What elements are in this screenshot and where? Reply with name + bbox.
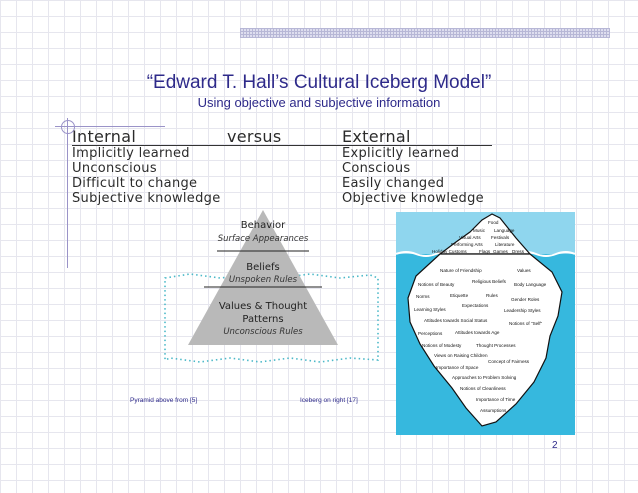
iceberg-label: Festivals bbox=[491, 235, 510, 240]
row-external: Easily changed bbox=[342, 176, 445, 191]
iceberg-label: Holiday Customs bbox=[432, 249, 467, 254]
accent-line-horizontal bbox=[55, 126, 165, 127]
iceberg-label: Games bbox=[493, 249, 508, 254]
iceberg-label: Expectations bbox=[462, 303, 489, 308]
pyramid-level-subtitle: Unspoken Rules bbox=[229, 275, 298, 285]
row-internal: Unconscious bbox=[72, 161, 157, 176]
iceberg-label: Visual Arts bbox=[459, 235, 481, 240]
internal-external-comparison: Internal versus External Implicitly lear… bbox=[72, 126, 492, 206]
iceberg-label: Music bbox=[473, 228, 485, 233]
pyramid-level-title: Beliefs bbox=[246, 262, 279, 273]
iceberg-label: Performing Arts bbox=[451, 242, 483, 247]
iceberg-label: Importance of Time bbox=[476, 397, 516, 402]
pyramid-level-title: Behavior bbox=[241, 220, 286, 231]
iceberg-label: Nature of Friendship bbox=[440, 268, 482, 273]
header-external: External bbox=[342, 127, 411, 146]
iceberg-label: Leadership Styles bbox=[504, 308, 541, 313]
iceberg-label: Gender Roles bbox=[511, 297, 540, 302]
header-internal: Internal bbox=[72, 127, 137, 146]
iceberg-label: Rules bbox=[486, 293, 498, 298]
iceberg-label: Notions of Beauty bbox=[418, 282, 455, 287]
pyramid-level-title-line1: Values & Thought bbox=[219, 301, 307, 312]
pyramid-level-title-line2: Patterns bbox=[242, 314, 283, 325]
iceberg-label: Norms bbox=[416, 294, 430, 299]
comparison-header: Internal versus External bbox=[72, 126, 492, 146]
comparison-row: Unconscious Conscious bbox=[72, 161, 492, 176]
iceberg-label: Language bbox=[494, 228, 515, 233]
pyramid-caption: Pyramid above from [5] bbox=[130, 397, 198, 404]
iceberg-label: Attitudes towards Age bbox=[455, 330, 500, 335]
iceberg-label: Food bbox=[488, 220, 499, 225]
iceberg-label: Literature bbox=[495, 242, 515, 247]
iceberg-label: Assumptions bbox=[480, 408, 507, 413]
accent-circle bbox=[61, 120, 75, 134]
iceberg-label: Thought Processes bbox=[476, 343, 516, 348]
row-internal: Implicitly learned bbox=[72, 146, 190, 161]
accent-line-vertical bbox=[67, 118, 68, 268]
iceberg-label: Importance of Space bbox=[436, 365, 479, 370]
pyramid-shape bbox=[188, 210, 338, 345]
decorative-header-bar bbox=[240, 28, 610, 38]
header-versus: versus bbox=[227, 127, 282, 146]
row-internal: Difficult to change bbox=[72, 176, 198, 191]
iceberg-label: Etiquette bbox=[450, 293, 469, 298]
row-external: Objective knowledge bbox=[342, 191, 484, 206]
iceberg-label: Notions of Modesty bbox=[422, 343, 462, 348]
iceberg-label: Notions of Cleanliness bbox=[460, 386, 506, 391]
iceberg-label: Dress bbox=[512, 249, 524, 254]
comparison-row: Subjective knowledge Objective knowledge bbox=[72, 191, 492, 206]
page-number: 2 bbox=[552, 440, 558, 451]
iceberg-label: Learning Styles bbox=[414, 307, 446, 312]
iceberg-label: Body Language bbox=[514, 282, 547, 287]
culture-pyramid-diagram: Behavior Surface Appearances Beliefs Uns… bbox=[164, 210, 379, 363]
iceberg-label: Concept of Fairness bbox=[488, 359, 530, 364]
iceberg-label: Perceptions bbox=[418, 331, 443, 336]
iceberg-label: Approaches to Problem Solving bbox=[452, 375, 517, 380]
iceberg-label: Religious Beliefs bbox=[472, 279, 506, 284]
row-external: Conscious bbox=[342, 161, 411, 176]
iceberg-underwater bbox=[407, 253, 563, 427]
iceberg-label: Flags bbox=[479, 249, 491, 254]
pyramid-level-subtitle: Unconscious Rules bbox=[223, 327, 303, 337]
slide-subtitle: Using objective and subjective informati… bbox=[197, 95, 441, 110]
pyramid-level-subtitle: Surface Appearances bbox=[218, 234, 309, 244]
slide-title: “Edward T. Hall’s Cultural Iceberg Model… bbox=[146, 72, 492, 93]
iceberg-label: Views on Raising Children bbox=[434, 353, 488, 358]
iceberg-caption: Iceberg on right [17] bbox=[300, 397, 358, 404]
row-external: Explicitly learned bbox=[342, 146, 460, 161]
comparison-row: Difficult to change Easily changed bbox=[72, 176, 492, 191]
row-internal: Subjective knowledge bbox=[72, 191, 221, 206]
iceberg-illustration: Food Music Language Visual Arts Festival… bbox=[396, 212, 575, 435]
iceberg-graphic bbox=[396, 212, 575, 427]
iceberg-label: Notions of "Self" bbox=[509, 321, 543, 326]
header-underline bbox=[72, 145, 492, 146]
iceberg-label: Attitudes towards Social Status bbox=[424, 318, 488, 323]
iceberg-label: Values bbox=[517, 268, 531, 273]
comparison-row: Implicitly learned Explicitly learned bbox=[72, 146, 492, 161]
